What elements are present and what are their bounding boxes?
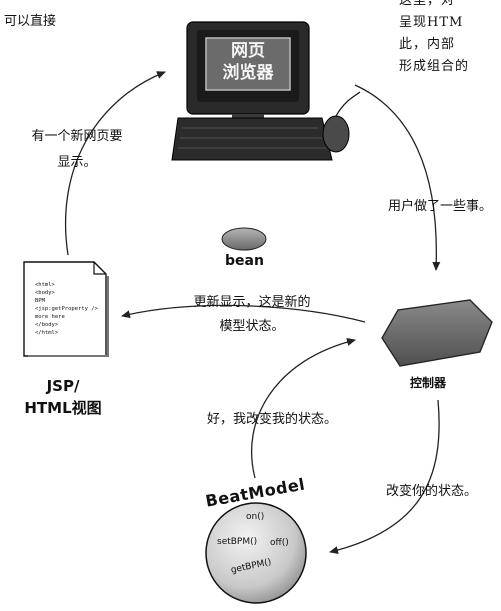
document-line: <body> <box>35 290 55 296</box>
arrow-doc-to-browser <box>64 71 166 256</box>
annotation-new-page-line1: 有一个新网页要 <box>31 129 123 144</box>
arrows <box>64 71 441 554</box>
method-on: on() <box>246 512 265 522</box>
top-left-fragment: 可以直接 <box>4 14 57 29</box>
document-line: </html> <box>35 330 59 336</box>
annotation-update-display-line2: 模型状态。 <box>219 319 285 334</box>
annotation-user-did: 用户做了一些事。 <box>388 199 493 214</box>
browser-computer <box>171 21 361 161</box>
document-line: more here <box>35 314 65 320</box>
bean-label: bean <box>225 253 264 269</box>
beatmodel-globe <box>205 502 307 604</box>
top-right-fragment: 这里，对 呈现HTM 此，内部 形成组合的 <box>399 0 501 78</box>
arrow-browser-to-controller <box>354 84 441 271</box>
top-right-line3: 此，内部 <box>399 37 456 52</box>
bean-shape <box>221 227 267 251</box>
controller-shape <box>381 299 493 367</box>
document-caption-line2: HTML视图 <box>24 399 102 417</box>
document-line: <html> <box>35 282 55 288</box>
top-right-line4: 形成组合的 <box>399 59 470 74</box>
annotation-update-display: 更新显示，这是新的 模型状态。 <box>177 291 327 339</box>
top-right-line1: 这里，对 <box>399 0 456 8</box>
annotation-new-page: 有一个新网页要 显示。 <box>18 124 136 176</box>
browser-screen-line1: 网页 <box>231 41 265 61</box>
document-lines: <html> <body> BPM <jsp:getProperty /> more h… <box>35 281 98 337</box>
document-line: <jsp:getProperty /> <box>35 306 98 312</box>
browser-screen-text: 网页 浏览器 <box>206 40 290 84</box>
method-off: off() <box>270 538 289 548</box>
annotation-ok-changed: 好，我改变我的状态。 <box>207 412 338 427</box>
document-line: </body> <box>35 322 59 328</box>
arrow-model-to-controller <box>251 338 356 479</box>
annotation-update-display-line1: 更新显示，这是新的 <box>193 295 311 310</box>
arrow-controller-to-model <box>329 399 440 554</box>
document-line: BPM <box>35 298 45 304</box>
jsp-document <box>23 261 109 357</box>
top-right-line2: 呈现HTM <box>399 15 464 30</box>
controller-label: 控制器 <box>410 376 447 390</box>
annotation-change-state: 改变你的状态。 <box>386 484 478 499</box>
arrow-controller-to-doc <box>121 304 366 323</box>
browser-screen-line2: 浏览器 <box>222 63 274 83</box>
method-setbpm: setBPM() <box>217 537 258 547</box>
document-caption-line1: JSP/ <box>46 377 80 395</box>
annotation-new-page-line2: 显示。 <box>57 155 97 170</box>
document-caption: JSP/ HTML视图 <box>0 375 126 419</box>
